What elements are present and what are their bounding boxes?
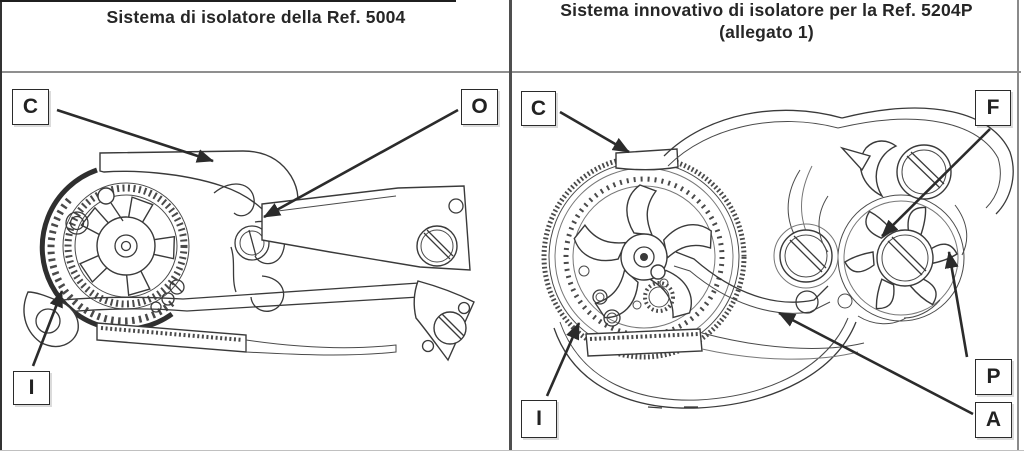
border-left [0, 0, 2, 451]
label-box-right-p: P [975, 359, 1012, 395]
arrow-right-p [944, 251, 969, 358]
label-box-right-f: F [975, 90, 1011, 126]
upper-bridge [261, 185, 471, 271]
label-letter: C [530, 96, 547, 120]
lower-lever [61, 280, 475, 362]
isolator-wheel [234, 225, 270, 261]
label-letter: C [22, 95, 39, 118]
bottom-loop [553, 317, 857, 409]
callout-arrows [31, 108, 991, 416]
isolator-gear [541, 154, 747, 360]
arrow-left-o [263, 108, 459, 219]
arrow-right-c [559, 110, 630, 154]
border-top [0, 0, 456, 2]
right-movement-drawing [541, 107, 1014, 409]
arrow-right-a [778, 311, 974, 416]
label-letter: O [471, 95, 488, 118]
rack-bar [585, 328, 865, 360]
label-box-right-i: I [521, 400, 557, 438]
arrow-right-i [545, 322, 581, 397]
label-box-left-i: I [13, 371, 50, 405]
label-letter: P [986, 365, 1001, 388]
cap-block [615, 148, 679, 171]
left-movement-drawing [23, 150, 475, 362]
escapement-cluster [773, 140, 968, 325]
label-letter: A [985, 408, 1002, 431]
jewel [65, 211, 89, 235]
right-panel-title: Sistema innovativo di isolatore per la R… [513, 0, 1020, 43]
bottom-bar [96, 322, 397, 356]
label-letter: F [986, 96, 1000, 119]
pin [97, 187, 115, 205]
label-letter: I [28, 376, 35, 399]
label-box-right-c: C [521, 91, 556, 126]
arrow-right-f [881, 128, 991, 237]
right-title-line2: (allegato 1) [719, 22, 814, 42]
left-panel-title: Sistema di isolatore della Ref. 5004 [106, 7, 406, 27]
label-letter: I [536, 407, 542, 430]
label-box-left-c: C [12, 89, 49, 125]
label-box-left-o: O [461, 89, 498, 125]
arrow-left-c [56, 108, 214, 163]
label-box-right-a: A [975, 402, 1012, 438]
right-title-line1: Sistema innovativo di isolatore per la R… [560, 0, 973, 20]
panel-divider-line [509, 0, 512, 451]
border-right [1017, 0, 1019, 451]
main-wheel [62, 182, 190, 310]
arrow-left-i [31, 290, 64, 367]
upper-wing [663, 107, 1014, 239]
